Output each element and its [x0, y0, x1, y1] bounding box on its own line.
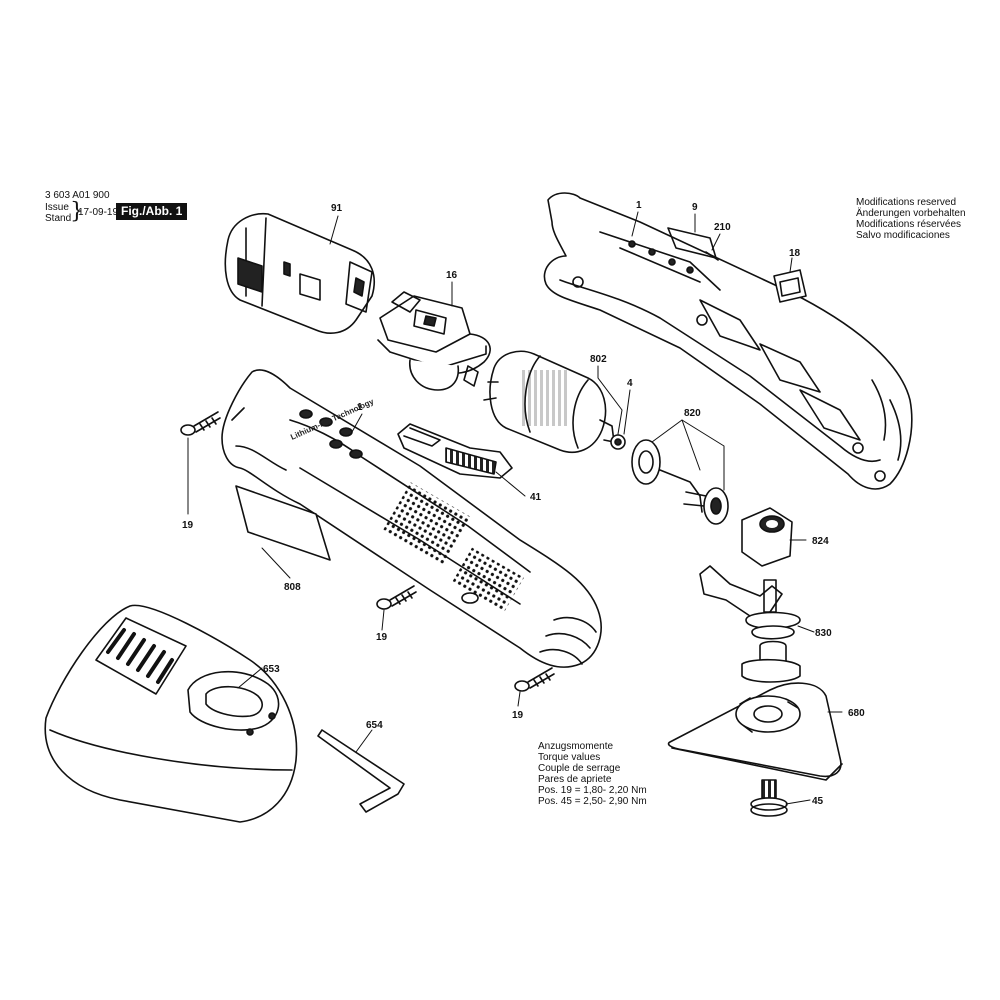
housing-half-top — [543, 192, 913, 490]
callout-210: 210 — [714, 222, 731, 233]
battery-pack — [224, 213, 376, 334]
callout-91: 91 — [331, 203, 343, 214]
eccentric-bearing — [741, 507, 793, 567]
notice-line: Änderungen vorbehalten — [856, 208, 966, 219]
oscillating-fork-spindle — [699, 565, 801, 668]
callout-654: 654 — [366, 720, 383, 731]
part-number: 3 603 A01 900 — [45, 190, 110, 201]
figure-label: Fig./Abb. 1 — [116, 203, 188, 220]
hex-key — [317, 729, 405, 813]
callout-4: 4 — [627, 378, 633, 389]
torque-line: Pos. 19 = 1,80- 2,20 Nm — [538, 785, 647, 796]
notice-line: Salvo modificaciones — [856, 230, 950, 241]
screw-19-c — [514, 667, 555, 692]
notice-line: Modifications reserved — [856, 197, 957, 208]
torque-line: Couple de serrage — [538, 763, 621, 774]
callout-16: 16 — [446, 270, 458, 281]
callout-1-mid: 1 — [357, 402, 363, 413]
callout-1-top: 1 — [636, 200, 642, 211]
battery-charger — [44, 604, 298, 823]
stand-label: Stand — [45, 213, 72, 224]
slider-cap — [773, 269, 807, 303]
motor — [483, 350, 615, 454]
callout-41: 41 — [530, 492, 542, 503]
callout-18: 18 — [789, 248, 801, 259]
delta-sanding-pad — [667, 658, 843, 781]
brace-glyph: } — [70, 199, 84, 224]
callout-824: 824 — [812, 536, 829, 547]
notice-line: Modifications réservées — [856, 219, 962, 230]
pad-screw — [750, 779, 788, 817]
callout-830: 830 — [815, 628, 832, 639]
switch-module — [377, 291, 491, 391]
torque-line: Anzugsmomente — [538, 741, 614, 752]
pinion-gear — [610, 434, 626, 450]
tool-housing — [221, 369, 602, 668]
issue-date: 17-09-19 — [78, 207, 119, 218]
callout-820: 820 — [684, 408, 701, 419]
torque-line: Pares de apriete — [538, 774, 612, 785]
callout-19-b: 19 — [376, 632, 388, 643]
torque-notes: Anzugsmomente Torque values Couple de se… — [538, 741, 647, 807]
screw-19-a — [180, 411, 221, 436]
torque-line: Pos. 45 = 2,50- 2,90 Nm — [538, 796, 647, 807]
callout-680: 680 — [848, 708, 865, 719]
torque-line: Torque values — [538, 752, 601, 763]
bearing-shaft-set — [631, 439, 729, 525]
callout-45: 45 — [812, 796, 824, 807]
screw-19-b — [376, 585, 417, 610]
switch-slider — [397, 423, 513, 479]
leader-lines — [187, 211, 843, 805]
callout-9: 9 — [692, 202, 698, 213]
type-label — [235, 485, 331, 561]
callout-808: 808 — [284, 582, 301, 593]
part-210-mark — [705, 251, 719, 261]
modifications-notice: Modifications reserved Änderungen vorbeh… — [856, 197, 966, 241]
issue-label: Issue — [45, 202, 69, 213]
callout-802: 802 — [590, 354, 607, 365]
callout-19-a: 19 — [182, 520, 194, 531]
callout-19-c: 19 — [512, 710, 524, 721]
callout-653: 653 — [263, 664, 280, 675]
